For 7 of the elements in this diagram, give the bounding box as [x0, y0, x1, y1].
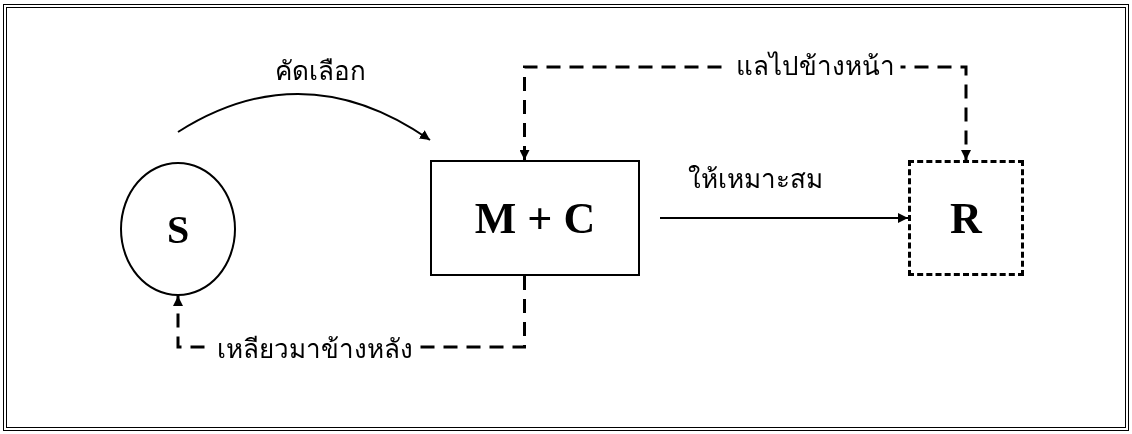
node-label: S — [166, 205, 190, 253]
arrow — [177, 93, 431, 141]
node-label: M + C — [474, 192, 596, 244]
node-label: R — [950, 192, 982, 244]
dashed-box — [908, 160, 1024, 276]
process-box — [430, 160, 640, 276]
arrow — [659, 213, 909, 223]
